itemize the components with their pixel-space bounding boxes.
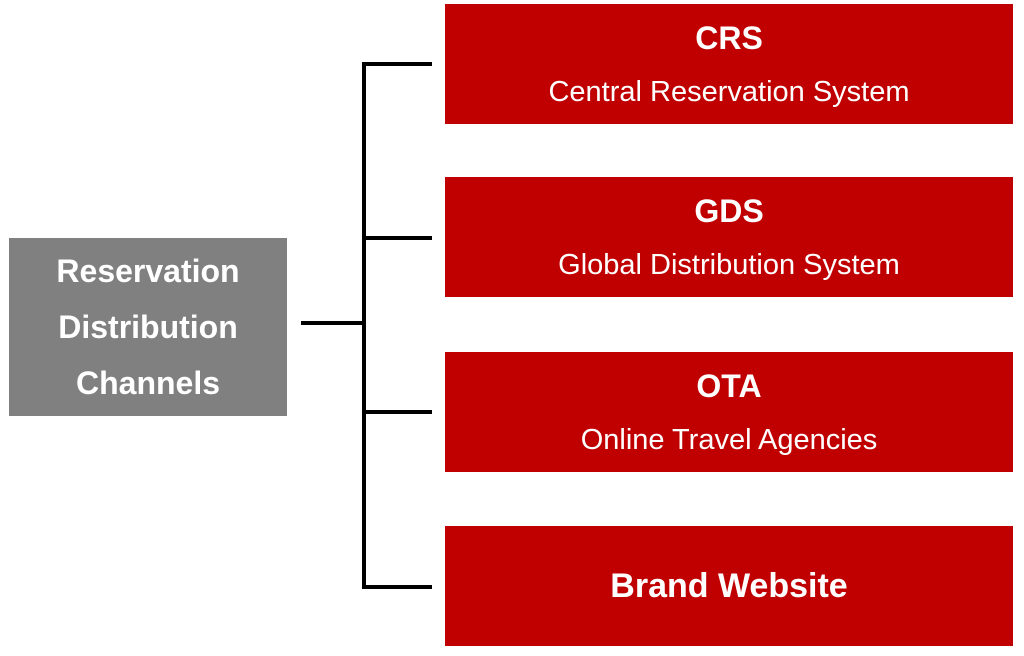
vertical-trunk <box>362 62 366 589</box>
channel-brand-website: Brand Website <box>445 526 1013 646</box>
channel-ota: OTA Online Travel Agencies <box>445 352 1013 472</box>
root-connector <box>301 321 365 325</box>
channel-gds: GDS Global Distribution System <box>445 177 1013 297</box>
branch-brand-website <box>362 585 432 589</box>
branch-ota <box>362 410 432 414</box>
channel-crs: CRS Central Reservation System <box>445 4 1013 124</box>
branch-gds <box>362 236 432 240</box>
channel-title: GDS <box>694 193 764 229</box>
channel-subtitle: Online Travel Agencies <box>580 424 878 456</box>
root-label-line-1: Reservation <box>56 253 240 289</box>
root-label-line-2: Distribution <box>58 309 238 345</box>
channel-subtitle: Global Distribution System <box>558 249 900 281</box>
channel-title: Brand Website <box>610 567 848 605</box>
channel-title: CRS <box>695 20 763 56</box>
root-node: Reservation Distribution Channels <box>9 238 287 416</box>
root-label-line-3: Channels <box>75 365 221 401</box>
branch-crs <box>362 62 432 66</box>
channel-title: OTA <box>696 368 762 404</box>
channel-subtitle: Central Reservation System <box>548 76 910 108</box>
